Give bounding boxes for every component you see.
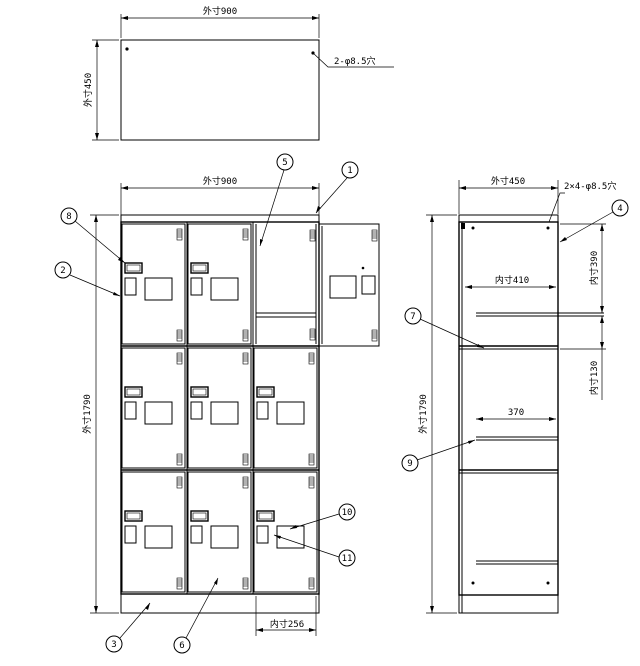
top-hole-note: 2-φ8.5穴 bbox=[334, 55, 376, 67]
callout-8-label: 8 bbox=[66, 212, 71, 222]
callout-4-label: 4 bbox=[617, 204, 622, 214]
side-view: 外寸450 2×4-φ8.5穴 内寸410 bbox=[417, 175, 616, 614]
side-shelf-dim: 370 bbox=[508, 408, 524, 418]
callout-8 bbox=[60, 207, 78, 225]
callout-10-label: 10 bbox=[342, 508, 353, 518]
callout-3 bbox=[105, 635, 123, 653]
callout-9 bbox=[401, 454, 419, 472]
side-hole-note: 2×4-φ8.5穴 bbox=[564, 180, 616, 192]
callout-5 bbox=[276, 153, 294, 171]
side-inner-h1-dim: 内寸390 bbox=[588, 251, 600, 285]
callout-10 bbox=[338, 503, 356, 521]
callout-11-label: 11 bbox=[342, 554, 353, 564]
base-plinth bbox=[120, 593, 320, 614]
callout-1-label: 1 bbox=[347, 166, 352, 176]
front-width-dim: 外寸900 bbox=[203, 175, 237, 187]
side-depth-dim: 外寸450 bbox=[491, 175, 525, 187]
top-depth-dim: 外寸450 bbox=[82, 73, 94, 107]
side-inner-h2-dim: 内寸130 bbox=[588, 361, 600, 395]
callout-2-label: 2 bbox=[60, 266, 65, 276]
callout-2 bbox=[54, 261, 72, 279]
side-inner-depth-dim: 内寸410 bbox=[495, 274, 529, 286]
front-inner-width-dim: 内寸256 bbox=[270, 618, 304, 630]
front-view: 外寸900 bbox=[81, 175, 380, 636]
top-view: 外寸900 外寸450 2-φ8.5穴 bbox=[82, 5, 394, 141]
callout-6 bbox=[173, 636, 191, 654]
side-height-dim: 外寸1790 bbox=[417, 394, 429, 434]
callouts: 1 2 3 4 5 6 7 8 bbox=[54, 153, 629, 654]
callout-3-label: 3 bbox=[111, 640, 116, 650]
top-panel bbox=[120, 214, 320, 223]
callout-11 bbox=[338, 549, 356, 567]
top-outline bbox=[120, 39, 320, 141]
callout-5-label: 5 bbox=[282, 158, 287, 168]
callout-1 bbox=[341, 161, 359, 179]
top-width-dim: 外寸900 bbox=[203, 5, 237, 17]
callout-7 bbox=[404, 307, 422, 325]
callout-9-label: 9 bbox=[407, 459, 412, 469]
open-door bbox=[318, 223, 380, 347]
front-height-dim: 外寸1790 bbox=[81, 394, 93, 434]
callout-6-label: 6 bbox=[179, 641, 184, 651]
callout-4 bbox=[611, 199, 629, 217]
callout-7-label: 7 bbox=[410, 312, 415, 322]
